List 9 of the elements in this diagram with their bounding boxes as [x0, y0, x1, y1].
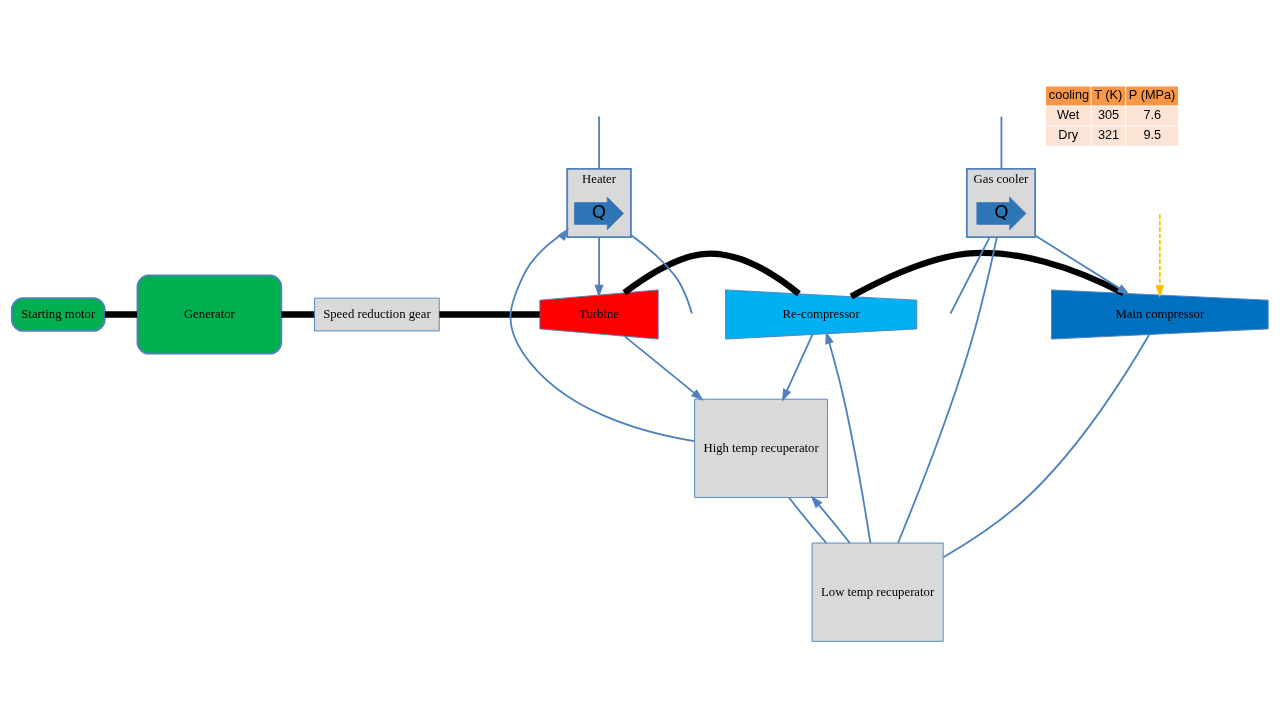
label: cooling — [1048, 86, 1090, 102]
label: Wet — [1056, 106, 1080, 122]
label: Dry — [1058, 126, 1079, 142]
label: 7.6 — [1143, 106, 1162, 122]
label: P (MPa) — [1128, 86, 1176, 102]
label: 321 — [1097, 126, 1120, 142]
label: 305 — [1097, 106, 1120, 122]
label: 9.5 — [1143, 126, 1162, 142]
label: T (K) — [1094, 86, 1123, 102]
